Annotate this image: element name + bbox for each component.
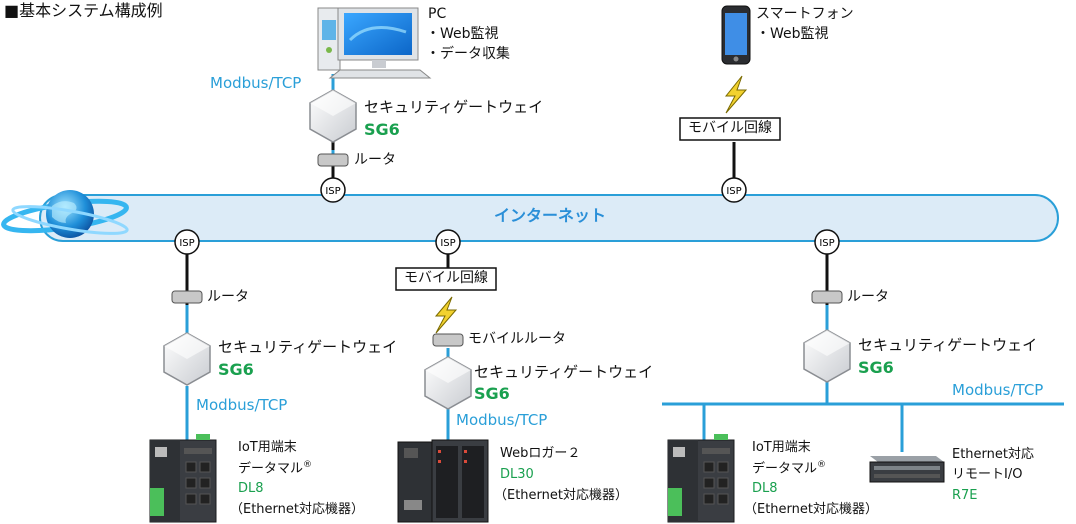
pc-icon xyxy=(317,7,432,79)
smartphone-feature: ・Web監視 xyxy=(756,26,829,42)
mobile-line-label: モバイル回線 xyxy=(404,270,488,286)
router-icon xyxy=(317,153,349,167)
mobile-line-label: モバイル回線 xyxy=(688,120,772,136)
lightning-icon xyxy=(434,296,458,334)
dl8-label: IoT用端末 xyxy=(752,440,811,455)
sgw-label: セキュリティゲートウェイ xyxy=(364,98,544,116)
dl30-model: DL30 xyxy=(500,467,534,482)
isp-node: ISP xyxy=(174,229,200,255)
pc-feature: ・Web監視 xyxy=(426,26,499,42)
internet-band xyxy=(39,194,1059,242)
sgw-model: SG6 xyxy=(474,384,510,403)
security-gateway-icon xyxy=(424,356,472,410)
pc-label: PC xyxy=(428,6,447,22)
router-icon xyxy=(811,290,843,304)
dl30-label: Webロガー２ xyxy=(500,446,581,461)
isp-label: ISP xyxy=(726,186,741,197)
security-gateway-icon xyxy=(163,332,211,386)
sgw-label: セキュリティゲートウェイ xyxy=(858,336,1038,354)
isp-label: ISP xyxy=(440,238,455,249)
dl30-device xyxy=(397,439,489,523)
isp-label: ISP xyxy=(819,238,834,249)
pc-feature: ・データ収集 xyxy=(426,46,510,62)
r7e-device xyxy=(869,456,945,483)
lightning-icon xyxy=(724,75,748,114)
dl8-device xyxy=(667,434,735,523)
smartphone-label: スマートフォン xyxy=(756,6,854,22)
r7e-label: Ethernet対応 xyxy=(952,447,1034,462)
sgw-model: SG6 xyxy=(218,360,254,379)
sgw-model: SG6 xyxy=(858,358,894,377)
modbus-label: Modbus/TCP xyxy=(210,74,302,92)
modbus-label: Modbus/TCP xyxy=(196,396,288,414)
globe-icon xyxy=(1,190,129,238)
dl8-note: （Ethernet対応機器） xyxy=(744,502,878,517)
modbus-label: Modbus/TCP xyxy=(952,381,1044,399)
r7e-label: リモートI/O xyxy=(952,467,1023,482)
dl8-label: データマル® xyxy=(238,460,313,477)
registered-mark: ® xyxy=(817,460,827,470)
sgw-model: SG6 xyxy=(364,120,400,139)
dl30-note: （Ethernet対応機器） xyxy=(494,488,628,503)
mobile-router-label: モバイルルータ xyxy=(468,331,566,347)
router-label: ルータ xyxy=(847,289,889,305)
isp-label: ISP xyxy=(325,186,340,197)
dl8-note: （Ethernet対応機器） xyxy=(230,502,364,517)
isp-label: ISP xyxy=(179,238,194,249)
sgw-label: セキュリティゲートウェイ xyxy=(218,338,398,356)
page-title: ■基本システム構成例 xyxy=(4,1,163,20)
mobile-line-box xyxy=(679,117,781,141)
modbus-label: Modbus/TCP xyxy=(456,411,548,429)
isp-node: ISP xyxy=(435,229,461,255)
smartphone-icon xyxy=(721,5,751,65)
dl8-model: DL8 xyxy=(752,481,778,496)
internet-label: インターネット xyxy=(494,206,607,225)
mobile-router-icon xyxy=(432,333,464,347)
sgw-label: セキュリティゲートウェイ xyxy=(474,363,654,381)
mobile-line-box xyxy=(395,267,497,291)
registered-mark: ® xyxy=(303,460,313,470)
isp-node: ISP xyxy=(320,177,346,203)
router-label: ルータ xyxy=(354,152,396,168)
router-label: ルータ xyxy=(207,289,249,305)
dl8-label: IoT用端末 xyxy=(238,440,297,455)
dl8-label: データマル® xyxy=(752,460,827,477)
router-icon xyxy=(171,290,203,304)
dl8-device xyxy=(149,434,217,523)
security-gateway-icon xyxy=(803,329,851,383)
r7e-model: R7E xyxy=(952,488,978,503)
dl8-model: DL8 xyxy=(238,481,264,496)
security-gateway-icon xyxy=(309,89,357,143)
isp-node: ISP xyxy=(721,177,747,203)
isp-node: ISP xyxy=(814,229,840,255)
